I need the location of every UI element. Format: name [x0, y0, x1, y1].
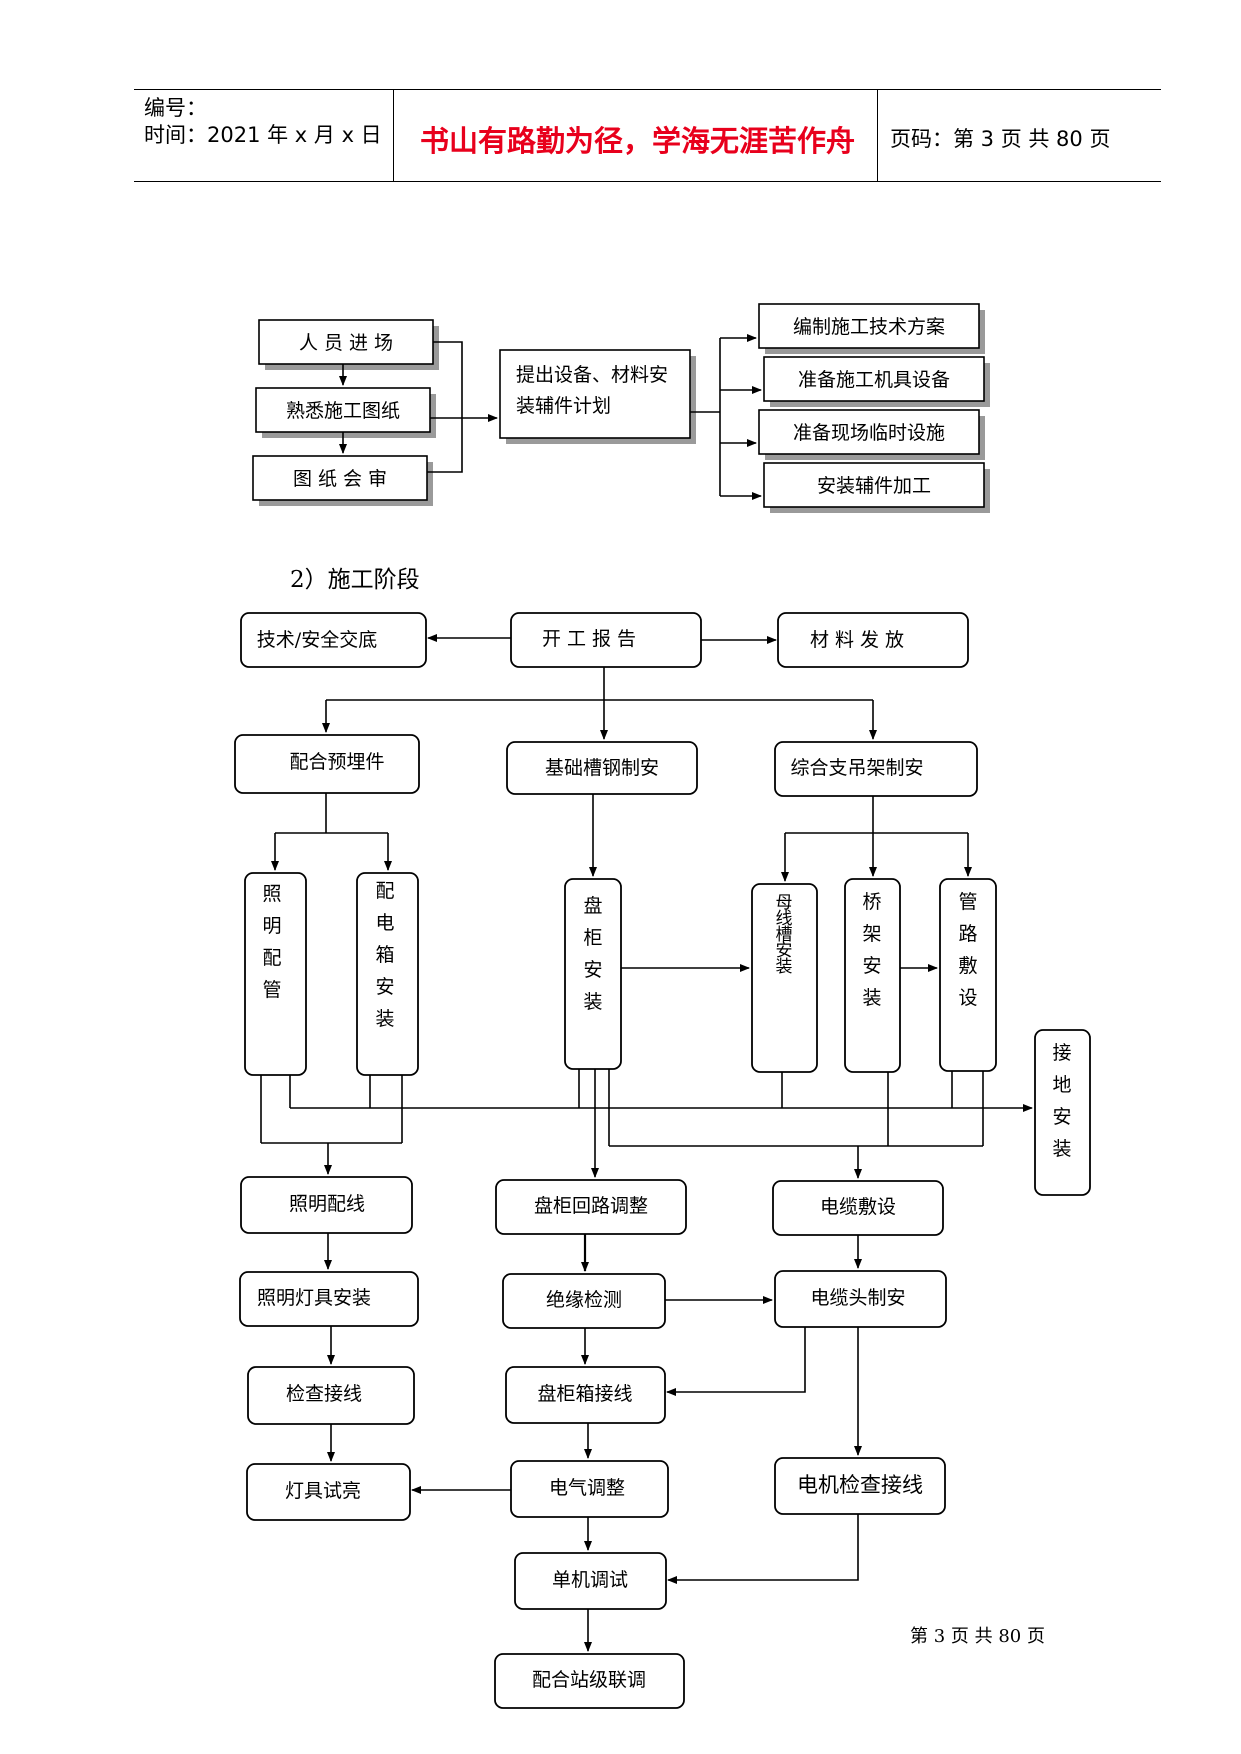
box-material-plan: [499, 349, 691, 439]
box-distribution-box: [356, 872, 419, 1076]
box-embedded-parts: [234, 734, 420, 794]
construction-stage: 技术/安全交底 开 工 报 告 材 料 发 放 配合预埋件 基础槽钢制安 综合支…: [234, 612, 1091, 1709]
header-divider-right: [877, 89, 878, 182]
text-cabinet-wiring: 盘柜箱接线: [537, 1383, 632, 1405]
text-electrical-adjust: 电气调整: [549, 1477, 625, 1499]
text-grounding: 接地安装: [1052, 1042, 1071, 1160]
box-busway-install: [751, 883, 818, 1073]
box-pipe-laying: [939, 878, 997, 1072]
box-tools-prep: [763, 356, 985, 402]
header-top-rule: [134, 89, 1161, 90]
box-tray-install: [844, 878, 901, 1073]
page-footer: 第 3 页 共 80 页: [910, 1626, 1045, 1647]
prep-stage: 人 员 进 场 熟悉施工图纸 图 纸 会 审 提出设备、材料安 装辅件计划 编制…: [252, 303, 990, 513]
box-lamp-install: [239, 1271, 419, 1327]
text-lighting-conduit: 照明配管: [262, 883, 281, 1001]
box-lighting-wiring: [240, 1176, 413, 1234]
text-material-plan-1: 提出设备、材料安: [516, 364, 668, 386]
text-aux-processing: 安装辅件加工: [817, 475, 931, 497]
text-cable-laying: 电缆敷设: [820, 1196, 896, 1218]
box-tech-plan: [758, 303, 980, 349]
text-lamp-install: 照明灯具安装: [257, 1287, 371, 1309]
text-station-joint: 配合站级联调: [532, 1669, 646, 1691]
text-drawing-review: 图 纸 会 审: [293, 468, 387, 490]
document-number-label: 编号：: [144, 96, 207, 120]
text-embedded-parts: 配合预埋件: [289, 751, 384, 773]
box-tech-safety: [240, 612, 427, 668]
section-title-construction: 2）施工阶段: [290, 567, 420, 593]
box-material-issue: [777, 612, 969, 668]
box-personnel-entry: [258, 319, 434, 365]
box-cable-terminal: [774, 1270, 947, 1328]
box-aux-processing: [763, 462, 985, 508]
text-lamp-trial: 灯具试亮: [285, 1480, 361, 1502]
header-divider-left: [393, 89, 394, 182]
text-busway-install: 母线槽安装: [776, 893, 793, 977]
text-cabinet-circuit: 盘柜回路调整: [534, 1195, 648, 1217]
box-grounding: [1034, 1029, 1091, 1196]
text-single-test: 单机调试: [552, 1569, 628, 1591]
text-personnel-entry: 人 员 进 场: [299, 332, 393, 354]
box-lamp-trial: [246, 1463, 411, 1521]
text-familiarize-drawings: 熟悉施工图纸: [286, 400, 400, 422]
box-drawing-review: [252, 455, 428, 501]
box-cabinet-install: [564, 878, 622, 1070]
text-insulation-test: 绝缘检测: [546, 1289, 622, 1311]
box-temp-facilities: [758, 409, 980, 455]
box-lighting-conduit: [244, 872, 307, 1076]
page-number-label: 页码：第 3 页 共 80 页: [890, 127, 1111, 151]
text-support-hangers: 综合支吊架制安: [790, 757, 923, 779]
box-electrical-adjust: [510, 1460, 669, 1518]
header-motto: 书山有路勤为径，学海无涯苦作舟: [420, 124, 856, 158]
box-support-hangers: [774, 741, 978, 797]
text-material-plan-2: 装辅件计划: [516, 395, 611, 417]
text-cable-terminal: 电缆头制安: [810, 1287, 905, 1309]
text-check-wiring: 检查接线: [286, 1383, 362, 1405]
text-pipe-laying: 管路敷设: [958, 891, 977, 1009]
text-motor-check: 电机检查接线: [797, 1473, 923, 1497]
box-single-test: [514, 1552, 667, 1610]
text-temp-facilities: 准备现场临时设施: [793, 422, 945, 444]
box-motor-check: [774, 1457, 946, 1515]
box-cabinet-circuit: [495, 1179, 687, 1235]
text-lighting-wiring: 照明配线: [289, 1193, 365, 1215]
box-insulation-test: [502, 1273, 666, 1329]
document-time-label: 时间：2021 年 x 月 x 日: [144, 123, 382, 147]
text-distribution-box: 配电箱安装: [375, 880, 394, 1030]
text-foundation-channel: 基础槽钢制安: [545, 757, 659, 779]
text-tray-install: 桥架安装: [862, 891, 881, 1009]
text-tools-prep: 准备施工机具设备: [798, 369, 950, 391]
text-start-report: 开 工 报 告: [542, 628, 636, 650]
text-tech-safety: 技术/安全交底: [257, 629, 377, 651]
box-cabinet-wiring: [505, 1366, 666, 1424]
box-foundation-channel: [506, 741, 698, 795]
header-bottom-rule: [134, 181, 1161, 182]
text-material-issue: 材 料 发 放: [810, 629, 904, 651]
box-station-joint: [494, 1653, 685, 1709]
text-tech-plan: 编制施工技术方案: [793, 316, 945, 338]
text-cabinet-install: 盘柜安装: [583, 895, 602, 1013]
